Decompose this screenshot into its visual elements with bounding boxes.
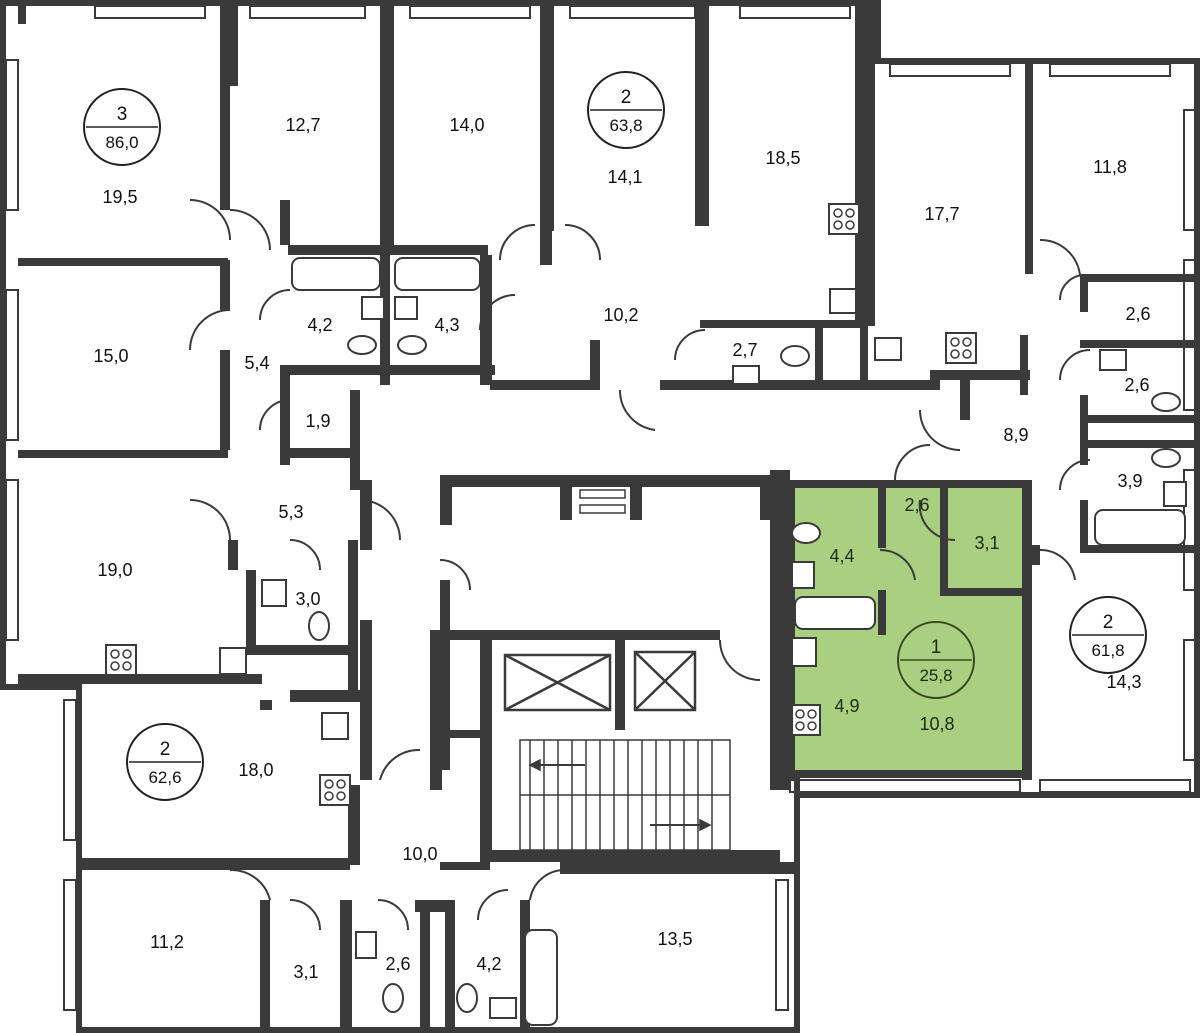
room-area: 2,7 [732,340,757,360]
room-area: 3,1 [293,962,318,982]
room-area: 14,3 [1106,672,1141,692]
apartment-area: 25,8 [919,666,952,685]
apartment-badge[interactable]: 2 63,8 [587,71,665,149]
room-area: 4,2 [307,315,332,335]
room-area: 5,4 [244,353,269,373]
room-area: 3,9 [1117,471,1142,491]
apartment-rooms: 2 [1103,612,1114,633]
room-area: 2,6 [385,954,410,974]
staircase [519,739,731,851]
room-area: 18,0 [238,760,273,780]
elevator-shafts [503,650,697,712]
room-area: 14,0 [449,115,484,135]
stove-burners [110,208,972,801]
room-area: 19,0 [97,560,132,580]
room-area: 19,5 [102,187,137,207]
selected-apartment-room-labels: 2,6 3,1 4,4 4,9 10,8 [829,495,999,734]
toilet-icon [308,335,1181,1013]
sink-icon [219,288,1187,1019]
room-area: 18,5 [765,148,800,168]
bathtub-icon [291,257,1186,1026]
apartment-rooms: 2 [160,739,171,760]
apartment-rooms: 1 [931,637,942,658]
room-area: 10,0 [402,844,437,864]
room-area: 1,9 [305,411,330,431]
room-area: 4,2 [476,954,501,974]
room-area: 2,6 [1125,304,1150,324]
apartment-area: 86,0 [105,133,138,152]
room-area: 8,9 [1003,425,1028,445]
apartment-badge[interactable]: 2 62,6 [126,723,204,801]
room-area: 2,6 [904,495,929,515]
apartment-area: 62,6 [148,768,181,787]
room-area: 11,2 [150,932,184,952]
doors[interactable] [189,199,1091,931]
apartment-badge[interactable]: 3 86,0 [83,88,161,166]
room-area: 10,2 [603,305,638,325]
apartment-rooms: 3 [117,104,128,125]
lobby-windows [579,489,626,514]
room-area: 12,7 [285,115,320,135]
room-area: 3,0 [295,589,320,609]
apartment-area: 63,8 [609,116,642,135]
selected-apartment-fill[interactable] [790,487,1022,773]
windows [5,5,1197,1011]
room-area: 17,7 [924,204,959,224]
room-area: 13,5 [657,929,692,949]
selected-apartment-badge[interactable]: 1 25,8 [897,621,975,699]
room-area: 2,6 [1124,375,1149,395]
room-labels: 19,5 12,7 14,0 14,1 18,5 17,7 11,8 15,0 … [93,115,1150,982]
stove-icon [105,203,977,806]
apartment-rooms: 2 [621,87,632,108]
room-area: 11,8 [1093,157,1127,177]
room-area: 14,1 [607,167,642,187]
room-area: 4,4 [829,546,854,566]
room-area: 4,9 [834,696,859,716]
room-area: 10,8 [919,714,954,734]
room-area: 5,3 [278,502,303,522]
apartment-area: 61,8 [1091,641,1124,660]
room-area: 4,3 [434,315,459,335]
apartment-badge[interactable]: 2 61,8 [1069,596,1147,674]
room-area: 15,0 [93,346,128,366]
room-area: 3,1 [974,533,999,553]
